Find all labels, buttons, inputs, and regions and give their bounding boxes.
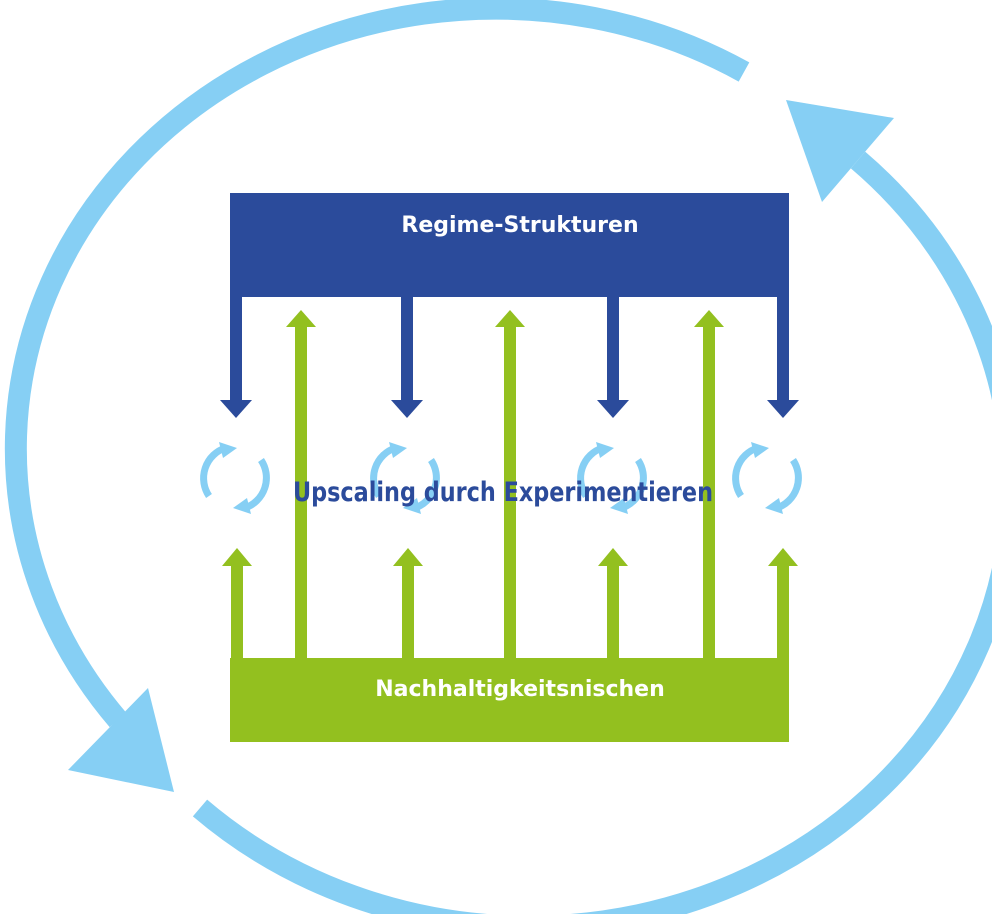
niche-long-arrow-3 xyxy=(694,310,724,658)
outer-cycle-right-arrowhead xyxy=(786,100,894,202)
regime-down-arrow-1 xyxy=(220,297,252,418)
sustainability-niches: Nachhaltigkeitsnischen xyxy=(222,310,798,742)
regime-down-arrow-2 xyxy=(391,297,423,418)
regime-down-arrow-4 xyxy=(767,297,799,418)
small-cycle-icon-2 xyxy=(370,442,440,514)
outer-cycle-left-arc xyxy=(4,0,750,728)
small-cycle-icon-1 xyxy=(200,442,270,514)
center-label: Upscaling durch Experimentieren xyxy=(293,477,713,508)
niche-short-arrow-4 xyxy=(768,548,798,658)
regime-down-arrow-3 xyxy=(597,297,629,418)
niche-long-arrow-2 xyxy=(495,310,525,658)
outer-cycle-right-arc xyxy=(192,151,992,914)
regime-structures: Regime-Strukturen xyxy=(220,193,799,418)
small-cycles xyxy=(200,442,802,514)
outer-cycle xyxy=(4,0,992,914)
regime-box xyxy=(230,193,789,297)
outer-cycle-left-arrowhead xyxy=(68,688,174,792)
regime-box-label: Regime-Strukturen xyxy=(401,213,638,238)
niche-long-arrow-1 xyxy=(286,310,316,658)
niche-box xyxy=(230,658,789,742)
niche-short-arrow-1 xyxy=(222,548,252,658)
small-cycle-icon-4 xyxy=(732,442,802,514)
small-cycle-icon-3 xyxy=(577,442,647,514)
niche-short-arrow-3 xyxy=(598,548,628,658)
niche-short-arrow-2 xyxy=(393,548,423,658)
niche-box-label: Nachhaltigkeitsnischen xyxy=(375,677,665,702)
